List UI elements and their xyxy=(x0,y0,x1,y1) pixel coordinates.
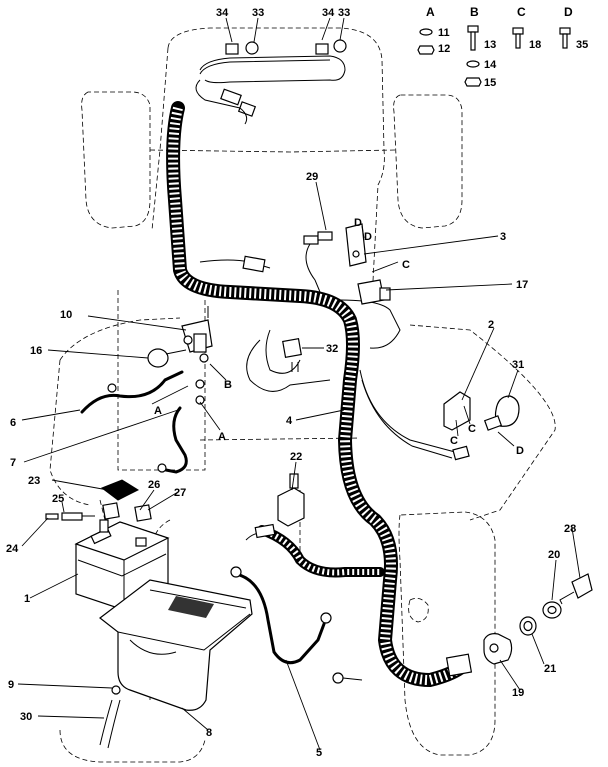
starter-solenoid xyxy=(181,306,213,405)
label-6: 6 xyxy=(10,417,16,429)
tag-C-1: C xyxy=(402,259,410,271)
screw-shank-icon-d xyxy=(562,33,568,49)
ignition-switch-19 xyxy=(483,633,513,665)
label-4: 4 xyxy=(286,415,293,427)
battery-terminals xyxy=(45,502,152,522)
label-30: 30 xyxy=(20,711,32,723)
secondary-wire-harness xyxy=(257,525,385,578)
ring-terminal-bottom xyxy=(332,672,363,684)
label-2: 2 xyxy=(488,319,494,331)
part-12: 12 xyxy=(438,43,450,55)
plug-connector xyxy=(445,653,473,677)
hardware-legend: A B C D 11 12 13 14 15 18 35 xyxy=(417,5,588,89)
battery-cable-5 xyxy=(234,572,326,665)
label-9: 9 xyxy=(8,679,14,691)
hardware-key-B: B xyxy=(470,5,479,19)
washer-21 xyxy=(519,616,537,636)
tag-D-1: D xyxy=(354,217,362,229)
label-33-left: 33 xyxy=(252,7,264,19)
label-34-right: 34 xyxy=(322,7,335,19)
nut-icon-b xyxy=(464,77,482,87)
bolt-head-icon xyxy=(467,25,479,33)
switch-32 xyxy=(282,338,302,372)
switch-bracket-2 xyxy=(443,391,471,431)
label-23: 23 xyxy=(28,475,40,487)
screw-head-icon xyxy=(512,27,524,35)
nut-icon xyxy=(417,45,435,55)
tag-C-3: C xyxy=(468,423,476,435)
fuse-16 xyxy=(147,348,187,368)
part-18: 18 xyxy=(529,39,541,51)
label-17: 17 xyxy=(516,279,528,291)
label-10: 10 xyxy=(60,309,72,321)
tag-D-3: D xyxy=(516,445,524,457)
label-28: 28 xyxy=(564,523,576,535)
ground-cable-6 xyxy=(80,370,184,414)
label-22: 22 xyxy=(290,451,302,463)
tag-A-2: A xyxy=(218,431,226,443)
drain-tube xyxy=(99,685,121,749)
battery-tray xyxy=(99,579,253,711)
label-34-left: 34 xyxy=(216,7,229,19)
hardware-key-A: A xyxy=(426,5,435,19)
hardware-key-D: D xyxy=(564,5,573,19)
part-labels: 34 33 34 33 29 3 17 10 16 32 2 31 6 4 7 … xyxy=(6,7,576,759)
label-21: 21 xyxy=(544,663,556,675)
label-29: 29 xyxy=(306,171,318,183)
leader-lines xyxy=(17,17,581,751)
part-13: 13 xyxy=(484,39,496,51)
nut-20 xyxy=(542,601,562,619)
part-14: 14 xyxy=(484,59,497,71)
part-11: 11 xyxy=(438,27,450,39)
label-31: 31 xyxy=(512,359,524,371)
label-27: 27 xyxy=(174,487,186,499)
label-1: 1 xyxy=(24,593,30,605)
battery-cable-7 xyxy=(164,406,188,474)
module-22 xyxy=(277,473,305,527)
label-8: 8 xyxy=(206,727,212,739)
label-32: 32 xyxy=(326,343,338,355)
tag-B-1: B xyxy=(224,379,232,391)
label-26: 26 xyxy=(148,479,160,491)
key-28 xyxy=(559,573,593,605)
label-16: 16 xyxy=(30,345,42,357)
label-24: 24 xyxy=(6,543,19,555)
screw-head-icon-d xyxy=(559,27,571,35)
main-wire-harness xyxy=(166,101,467,688)
tag-A-1: A xyxy=(154,405,162,417)
label-5: 5 xyxy=(316,747,322,759)
bracket-3 xyxy=(345,223,367,267)
battery-cover-23 xyxy=(100,479,140,501)
washer-icon xyxy=(466,60,480,68)
bolt-shank-icon xyxy=(470,31,476,51)
screw-shank-icon xyxy=(515,33,521,49)
hardware-key-C: C xyxy=(517,5,526,19)
label-33-right: 33 xyxy=(338,7,350,19)
label-25: 25 xyxy=(52,493,64,505)
label-7: 7 xyxy=(10,457,16,469)
label-20: 20 xyxy=(548,549,560,561)
tag-D-2: D xyxy=(364,231,372,243)
part-15: 15 xyxy=(484,77,496,89)
lockwasher-icon xyxy=(419,28,433,36)
part-35: 35 xyxy=(576,39,588,51)
front-light-harness xyxy=(195,39,347,125)
label-19: 19 xyxy=(512,687,524,699)
label-3: 3 xyxy=(500,231,506,243)
bracket-17 xyxy=(357,279,391,305)
tag-C-2: C xyxy=(450,435,458,447)
switch-31 xyxy=(483,395,520,431)
